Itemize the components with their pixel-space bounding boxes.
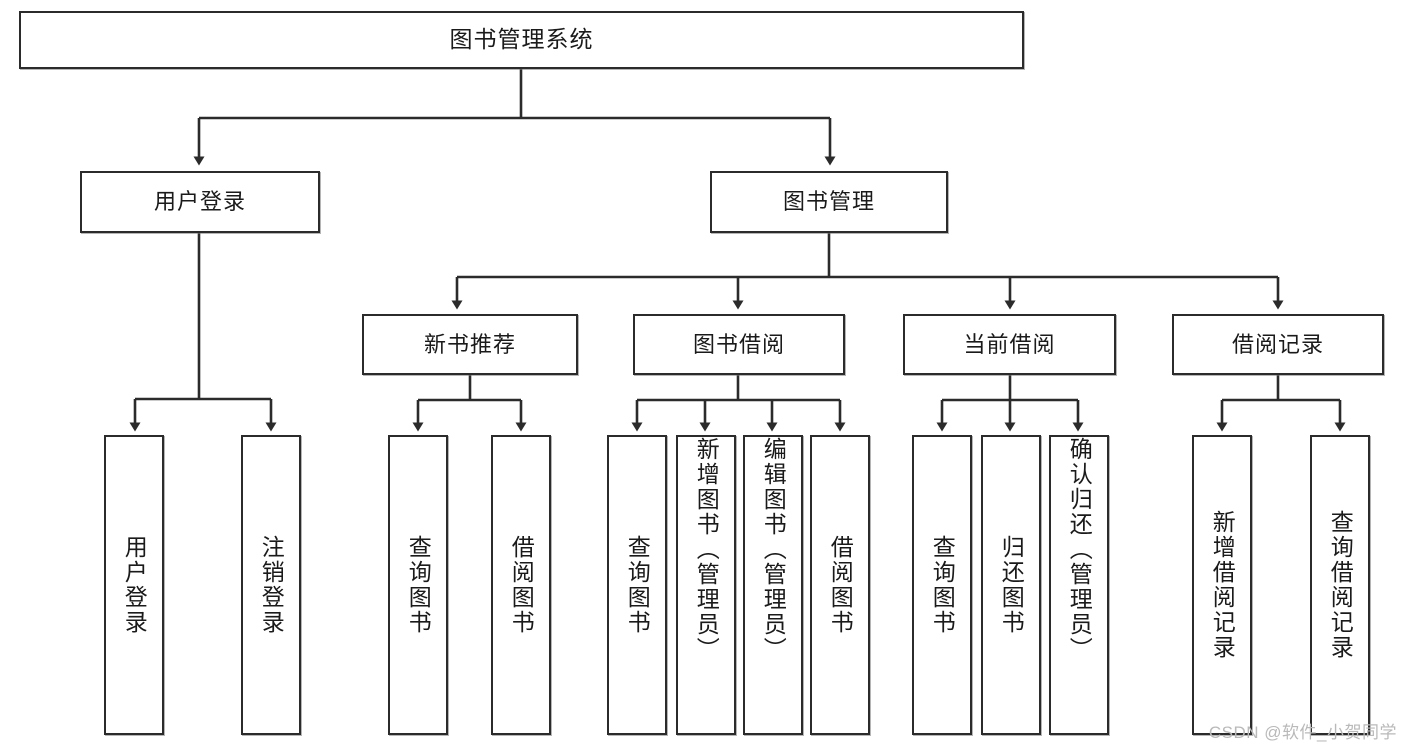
leaf-borrow-edit-book-admin[interactable]: 编辑图书（管理员） (743, 435, 803, 735)
node-label: 图书借阅 (692, 331, 785, 357)
leaf-current-query-book[interactable]: 查询图书 (912, 435, 972, 735)
node-label: 借阅图书 (508, 535, 535, 635)
node-label: 新增借阅记录 (1209, 510, 1236, 660)
leaf-record-add-record[interactable]: 新增借阅记录 (1192, 435, 1252, 735)
node-label: 借阅记录 (1231, 331, 1324, 357)
node-label: 查询图书 (929, 535, 956, 635)
leaf-record-query-record[interactable]: 查询借阅记录 (1310, 435, 1370, 735)
node-label: 归还图书 (998, 535, 1025, 635)
leaf-recommend-borrow-book[interactable]: 借阅图书 (491, 435, 551, 735)
node-borrow-record[interactable]: 借阅记录 (1172, 314, 1384, 375)
node-label: 查询借阅记录 (1327, 510, 1354, 660)
node-label: 查询图书 (624, 535, 651, 635)
leaf-user-login-login[interactable]: 用户登录 (104, 435, 164, 735)
node-label: 图书管理系统 (449, 26, 594, 53)
node-book-borrow[interactable]: 图书借阅 (633, 314, 845, 375)
node-label: 编辑图书（管理员） (760, 437, 787, 662)
node-label: 用户登录 (121, 535, 148, 635)
node-label: 查询图书 (405, 535, 432, 635)
node-label: 新书推荐 (423, 331, 516, 357)
leaf-user-login-logout[interactable]: 注销登录 (241, 435, 301, 735)
node-user-login[interactable]: 用户登录 (80, 171, 320, 233)
leaf-current-return-book[interactable]: 归还图书 (981, 435, 1041, 735)
leaf-current-confirm-return-admin[interactable]: 确认归还（管理员） (1049, 435, 1109, 735)
csdn-watermark: CSDN @软件_小贺同学 (1208, 723, 1397, 742)
node-label: 用户登录 (153, 189, 246, 215)
node-label: 确认归还（管理员） (1066, 437, 1093, 662)
leaf-borrow-add-book-admin[interactable]: 新增图书（管理员） (676, 435, 736, 735)
leaf-borrow-borrow-book[interactable]: 借阅图书 (810, 435, 870, 735)
node-root-system[interactable]: 图书管理系统 (19, 11, 1024, 69)
node-label: 新增图书（管理员） (693, 437, 720, 662)
node-label: 当前借阅 (963, 331, 1056, 357)
node-new-book-recommend[interactable]: 新书推荐 (362, 314, 578, 375)
node-label: 注销登录 (258, 535, 285, 635)
node-label: 图书管理 (782, 189, 875, 215)
node-label: 借阅图书 (827, 535, 854, 635)
node-current-borrow[interactable]: 当前借阅 (903, 314, 1116, 375)
leaf-borrow-query-book[interactable]: 查询图书 (607, 435, 667, 735)
node-book-management[interactable]: 图书管理 (710, 171, 948, 233)
leaf-recommend-query-book[interactable]: 查询图书 (388, 435, 448, 735)
